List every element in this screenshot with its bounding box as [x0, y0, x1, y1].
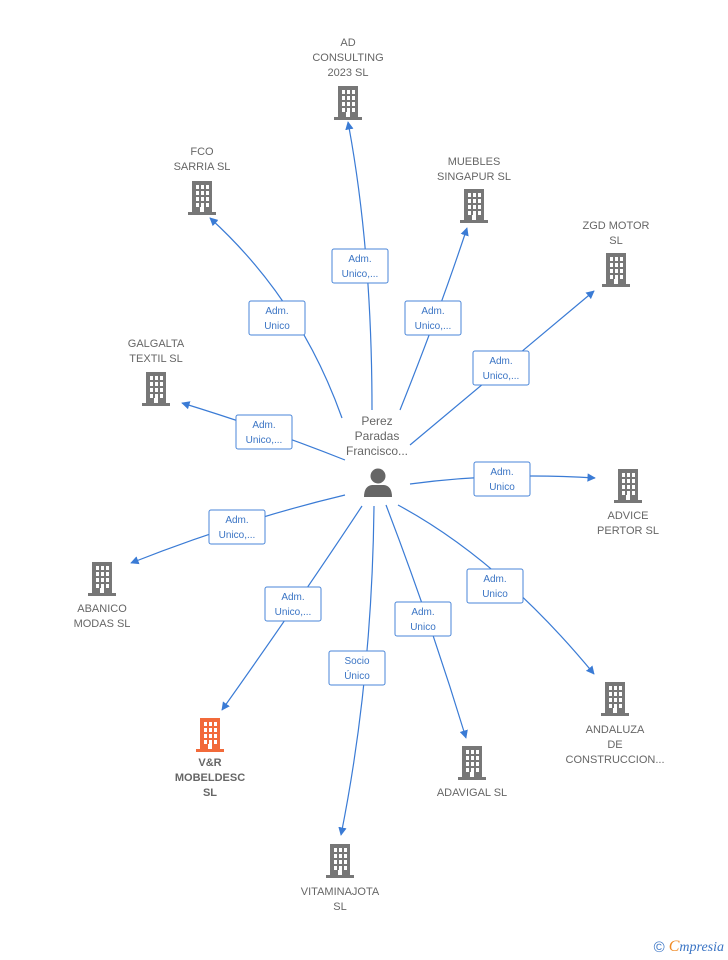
company-node-ad-consulting[interactable]: AD CONSULTING 2023 SL [312, 37, 384, 120]
company-name-line: FCO [190, 146, 214, 158]
edge-label-line: Adm. [411, 607, 434, 618]
building-icon [602, 253, 630, 287]
company-node-vitaminajota[interactable]: VITAMINAJOTA SL [301, 844, 380, 913]
company-node-muebles-singapur[interactable]: MUEBLES SINGAPUR SL [437, 156, 511, 223]
company-name-line: SL [333, 901, 346, 913]
company-name-line: ZGD MOTOR [582, 220, 649, 232]
edge-label-line: Unico,... [483, 371, 520, 382]
company-name-line: GALGALTA [128, 338, 185, 350]
edge-label-line: Unico [482, 589, 508, 600]
person-name-line: Paradas [355, 429, 400, 443]
building-icon [458, 746, 486, 780]
company-name-line: 2023 SL [328, 67, 369, 79]
edge-label-ad-consulting[interactable]: Adm. Unico,... [331, 248, 389, 284]
company-node-fco-sarria[interactable]: FCO SARRIA SL [174, 146, 231, 215]
edge-label-fco-sarria[interactable]: Adm. Unico [248, 300, 306, 336]
company-name-line: V&R [198, 757, 221, 769]
company-name-line: ABANICO [77, 603, 127, 615]
building-icon [601, 682, 629, 716]
company-node-zgd-motor[interactable]: ZGD MOTOR SL [582, 220, 650, 287]
edge-label-line: Adm. [265, 306, 288, 317]
company-name-line: DE [607, 739, 622, 751]
edge-label-line: Adm. [225, 515, 248, 526]
edge-label-line: Adm. [252, 420, 275, 431]
edge-label-muebles-singapur[interactable]: Adm. Unico,... [404, 300, 462, 336]
center-node[interactable]: PerezParadasFrancisco... [346, 414, 408, 497]
building-icon [196, 718, 224, 752]
person-name-line: Perez [361, 414, 392, 428]
company-name-line: TEXTIL SL [129, 353, 182, 365]
edge-label-line: Unico,... [415, 321, 452, 332]
building-icon [188, 181, 216, 215]
company-node-advice-pertor[interactable]: ADVICE PERTOR SL [597, 469, 659, 537]
company-name-line: SINGAPUR SL [437, 171, 511, 183]
company-node-galgalta-textil[interactable]: GALGALTA TEXTIL SL [128, 338, 185, 406]
company-name-line: MOBELDESC [175, 772, 245, 784]
edge-label-line: Unico,... [219, 530, 256, 541]
brand-logo[interactable]: Cmpresia [668, 938, 724, 955]
company-name-line: SARRIA SL [174, 161, 231, 173]
person-icon [364, 468, 392, 497]
edge-label-line: Unico,... [246, 435, 283, 446]
edge-label-line: Socio [344, 656, 369, 667]
person-name-line: Francisco... [346, 444, 408, 458]
edge-label-line: Adm. [489, 356, 512, 367]
building-icon [334, 86, 362, 120]
edge-labels-layer: Adm.Unico,...Adm.UnicoAdm.Unico,...Adm.U… [208, 248, 531, 686]
building-icon [326, 844, 354, 878]
edge-label-line: Único [344, 669, 370, 682]
company-name-line: SL [203, 787, 217, 799]
edge-label-line: Adm. [421, 306, 444, 317]
footer-brand: © Cmpresia [654, 938, 724, 956]
edge-label-line: Unico,... [342, 269, 379, 280]
building-icon [142, 372, 170, 406]
company-node-adavigal[interactable]: ADAVIGAL SL [437, 746, 507, 799]
edge-label-line: Adm. [490, 467, 513, 478]
company-name-line: AD [340, 37, 355, 49]
company-name-line: MODAS SL [74, 618, 131, 630]
edge-label-adavigal[interactable]: Adm. Unico [394, 601, 452, 637]
edge-label-line: Adm. [348, 254, 371, 265]
company-name-line: VITAMINAJOTA [301, 886, 380, 898]
company-name-line: MUEBLES [448, 156, 501, 168]
edge-label-line: Unico,... [275, 607, 312, 618]
edge-label-line: Unico [264, 321, 290, 332]
company-name-line: ANDALUZA [586, 724, 645, 736]
edge-label-andaluza-construccion[interactable]: Adm. Unico [466, 568, 524, 604]
company-name-line: PERTOR SL [597, 525, 659, 537]
edge-label-line: Unico [489, 482, 515, 493]
edge-label-advice-pertor[interactable]: Adm. Unico [473, 461, 531, 497]
edge-label-vr-mobeldesc[interactable]: Adm. Unico,... [264, 586, 322, 622]
edge-label-line: Adm. [281, 592, 304, 603]
company-name-line: CONSULTING [312, 52, 383, 64]
building-icon [460, 189, 488, 223]
company-name-line: ADVICE [608, 510, 649, 522]
nodes-layer: AD CONSULTING 2023 SL FCO SARRIA SL MUEBLES SI… [74, 37, 665, 913]
company-node-abanico-modas[interactable]: ABANICO MODAS SL [74, 562, 131, 630]
edge-label-galgalta-textil[interactable]: Adm. Unico,... [235, 414, 293, 450]
center-person-label: PerezParadasFrancisco... [346, 414, 408, 458]
company-name-line: CONSTRUCCION... [566, 754, 665, 766]
building-icon [88, 562, 116, 596]
company-node-andaluza-construccion[interactable]: ANDALUZA DE CONSTRUCCION... [566, 682, 665, 766]
company-name-line: ADAVIGAL SL [437, 787, 507, 799]
company-node-vr-mobeldesc[interactable]: V&R MOBELDESC SL [175, 718, 245, 799]
edge-label-abanico-modas[interactable]: Adm. Unico,... [208, 509, 266, 545]
edge-label-line: Adm. [483, 574, 506, 585]
building-icon [614, 469, 642, 503]
edge-label-zgd-motor[interactable]: Adm. Unico,... [472, 350, 530, 386]
edge-label-line: Unico [410, 622, 436, 633]
copyright-icon: © [653, 938, 665, 956]
company-name-line: SL [609, 235, 622, 247]
